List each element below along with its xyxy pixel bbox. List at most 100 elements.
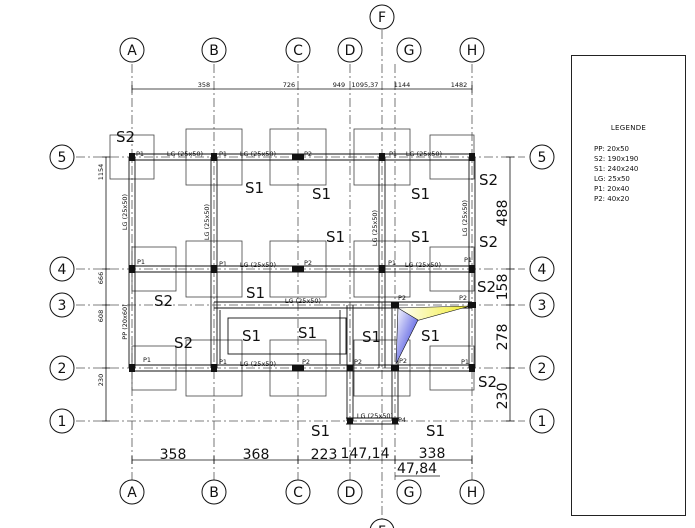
axis-bubble-C: C [285,37,311,63]
left-dim: 608 [97,310,105,322]
post-label: P2 [304,150,312,158]
axis-bubble-F-bottom: F [369,518,395,528]
post-label: P2 [459,294,467,302]
slab-label: S2 [116,128,135,146]
post-marker [211,265,217,273]
slab-label: S1 [298,324,317,342]
post-marker [391,302,399,308]
post-labels: P1 P1 P2 P1 P1 P1 P2 P1 P1 P2 P2 P1 P1 P… [136,150,472,424]
post-marker [469,153,475,161]
axis-bubble-2-right: 2 [529,355,555,381]
slab-label: S1 [245,179,264,197]
bottom-dimension-line [131,456,473,477]
svg-text:G: G [404,485,415,501]
svg-text:B: B [209,485,219,501]
slab-label: S1 [312,185,331,203]
beam-label: LG (25x50) [203,204,211,240]
bottom-dim: 338 [419,446,446,462]
slab-label: S2 [479,233,498,251]
bottom-dim: 358 [160,447,187,463]
svg-text:D: D [345,485,356,501]
right-dim: 488 [495,200,511,227]
axis-bubbles: A B C D F G H A B C D G F H 5 4 3 2 1 5 … [49,4,555,528]
svg-text:A: A [127,43,137,59]
beam-label: PP (20x60) [121,304,129,339]
axis-bubble-H-bottom: H [459,479,485,505]
svg-text:G: G [404,43,415,59]
post-label: P2 [304,259,312,267]
axis-bubble-A: A [119,37,145,63]
left-dim: 666 [97,272,105,284]
slab-label: S1 [411,228,430,246]
beam-label: LG (25x50) [240,261,276,269]
footing-outline [185,240,243,298]
top-dim: 1482 [451,81,468,89]
top-dim: 726 [283,81,295,89]
svg-text:C: C [293,485,303,501]
bottom-dimensions: 358 368 223 147,14 338 47,84 [160,446,446,477]
post-marker [292,266,304,272]
slab-label: S2 [154,292,173,310]
svg-text:4: 4 [538,262,547,278]
post-label: P1 [219,358,227,366]
svg-text:5: 5 [58,150,67,166]
post-marker [469,364,475,372]
post-marker [468,302,476,308]
post-marker [379,153,385,161]
slab-label: S2 [477,278,496,296]
bottom-dim: 47,84 [397,461,437,477]
axis-bubble-D: D [337,37,363,63]
legend-item: P1: 20x40 [594,185,630,193]
legend-list: PP: 20x50 S2: 190x190 S1: 240x240 LG: 25… [594,144,638,204]
slab-label: S1 [326,228,345,246]
axis-bubble-G-bottom: G [396,479,422,505]
svg-text:B: B [209,43,219,59]
svg-text:H: H [467,485,478,501]
footing-outline [353,240,411,298]
axis-bubble-C-bottom: C [285,479,311,505]
slab-label: S1 [421,327,440,345]
post-label: P1 [388,259,396,267]
slab-label: S1 [411,185,430,203]
post-label: P1 [143,356,151,364]
post-label: P1 [464,256,472,264]
top-dim: 358 [198,81,210,89]
post-label: P1 [219,150,227,158]
right-dim: 278 [495,324,511,351]
post-label: P2 [302,358,310,366]
post-label: P1 [137,258,145,266]
post-marker [292,365,304,371]
bottom-dim: 223 [311,447,338,463]
legend-item: LG: 25x50 [594,175,630,183]
axis-bubble-D-bottom: D [337,479,363,505]
svg-text:C: C [293,43,303,59]
legend-title: LEGENDE [610,124,647,132]
top-dimensions: 358 726 949 1095,37 1144 1482 [198,81,467,89]
top-dim: 1144 [394,81,411,89]
post-label: P2 [399,357,407,365]
legend-panel: LEGENDE PP: 20x50 S2: 190x190 S1: 240x24… [571,55,686,516]
legend-item: S1: 240x240 [594,165,639,173]
post-marker [392,418,398,424]
beam-labels: LG (25x50) LG (25x50) LG (25x50) LG (25x… [167,150,442,420]
bottom-dim: 147,14 [341,446,390,462]
highlight-wedge [395,305,471,365]
svg-text:3: 3 [538,298,547,314]
slab-label: S2 [174,334,193,352]
grid-axis-lines [76,30,525,520]
post-marker [347,418,353,424]
right-dimensions: 488 158 278 230 [495,200,511,410]
axis-bubble-5-right: 5 [529,144,555,170]
legend-item: S2: 190x190 [594,155,639,163]
right-dimension-line [506,156,514,422]
post-marker [391,365,399,371]
slab-label: S1 [426,422,445,440]
beam-label: LG (25x50) [240,150,276,158]
axis-bubble-5: 5 [49,144,75,170]
post-marker [211,364,217,372]
beam-label: LG (25x50) [285,297,321,305]
axis-bubble-1: 1 [49,408,75,434]
left-dim: 1154 [97,164,105,181]
svg-text:1: 1 [538,414,547,430]
